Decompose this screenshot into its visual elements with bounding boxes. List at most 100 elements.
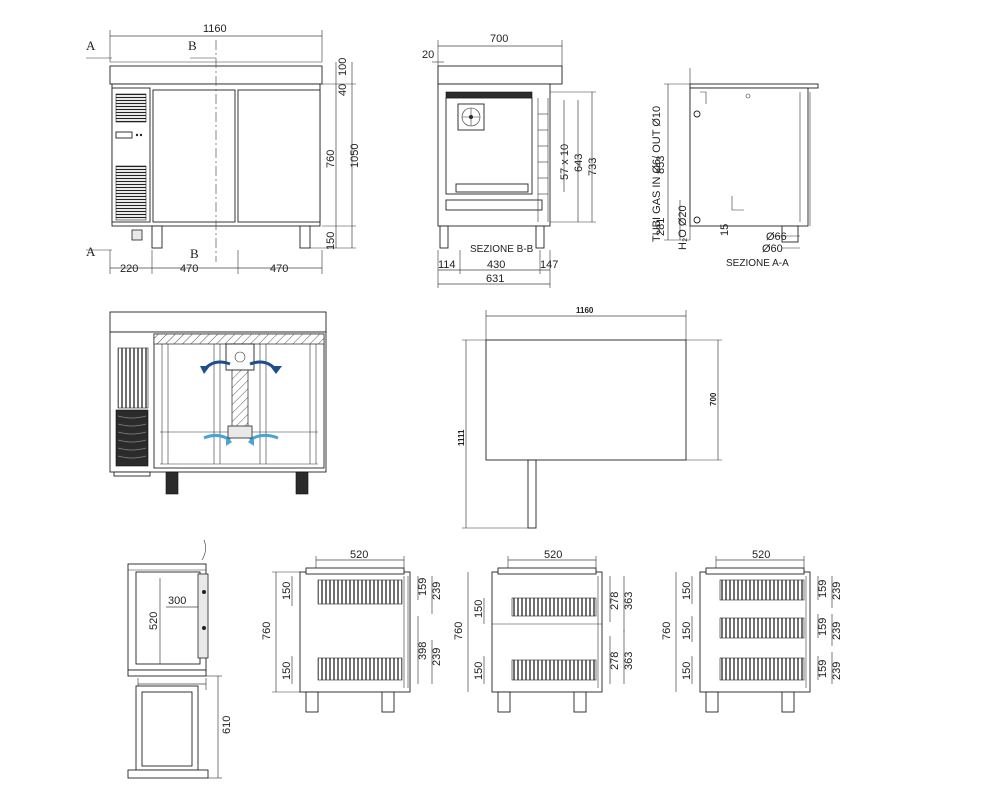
drawer-section-view: 300 520 446 610	[127, 539, 233, 779]
config2-d278a: 278	[609, 592, 621, 610]
config2-d150a: 150	[473, 600, 485, 618]
config3-d150b: 150	[681, 622, 693, 640]
config1-height: 760	[261, 622, 273, 640]
drawer-slide	[197, 573, 209, 659]
airflow-evaporator-fan	[225, 343, 255, 371]
front-leg-right	[299, 225, 311, 249]
config-view-2: 520 760 150 150 278 363 278 363	[453, 549, 635, 713]
config1-d239b: 239	[431, 648, 443, 666]
top-view-worktop	[485, 339, 687, 461]
front-drain	[131, 229, 143, 241]
airflow-base-plate	[113, 471, 151, 477]
bb-dim-643: 643	[573, 154, 585, 172]
config-view-3: 520 760 150 150 150 159 239 159 239 159 …	[661, 549, 843, 713]
config2-d363a: 363	[623, 592, 635, 610]
config2-top-rail	[497, 567, 597, 575]
aa-gas-pipe-inlet	[693, 110, 701, 118]
airflow-insulation-top	[153, 333, 325, 345]
door-left	[152, 89, 236, 223]
section-bb-view: 700 20 SEZIONE B-B 57 x 10	[422, 33, 599, 288]
aa-dim-d60: Ø60	[762, 243, 783, 255]
section-aa-view: 853 281 TUBI GAS IN Ø6/ OUT Ø10 H₂O Ø20 …	[651, 68, 819, 269]
config3-d159b: 159	[817, 618, 829, 636]
config2-drawer-lower	[511, 659, 597, 681]
bb-bottom-shelf	[445, 199, 543, 211]
config3-drawer-middle	[719, 617, 805, 639]
aa-gas-pipe-label: TUBI GAS IN Ø6/ OUT Ø10	[651, 106, 663, 242]
config3-height: 760	[661, 622, 673, 640]
config2-width: 520	[544, 549, 562, 561]
front-vent-lower	[115, 165, 147, 221]
config3-d239b: 239	[831, 622, 843, 640]
bb-dim-733: 733	[587, 158, 599, 176]
bb-offset-top: 20	[422, 49, 434, 61]
drawer-dim-300: 300	[168, 595, 186, 607]
front-width-right: 470	[270, 263, 288, 275]
aa-water-drain	[693, 216, 701, 224]
config2-leg-right	[573, 691, 587, 713]
config-view-1: 520 760 150 150 159 239 398 239	[261, 549, 443, 713]
section-a-bottom-marker: A	[86, 244, 96, 259]
config3-d239c: 239	[831, 662, 843, 680]
airflow-leg-left	[165, 471, 179, 495]
airflow-interior-view	[109, 311, 327, 495]
airflow-intake	[227, 425, 253, 439]
aa-dim-853: 853	[655, 156, 667, 174]
config1-top-rail	[305, 567, 405, 575]
front-width-left: 220	[120, 263, 138, 275]
section-a-top-marker: A	[86, 38, 96, 53]
config1-leg-right	[381, 691, 395, 713]
door-right	[237, 89, 321, 223]
bb-shelf-supports	[538, 113, 548, 195]
top-view-length: 1111	[457, 429, 466, 446]
top-view-door-swing	[527, 459, 537, 529]
drawer-stand-inner	[141, 691, 193, 767]
front-height-total: 1050	[349, 144, 361, 168]
bb-section-label: SEZIONE B-B	[470, 244, 534, 255]
airflow-leg-right	[295, 471, 309, 495]
config3-drawer-top	[719, 579, 805, 601]
front-height-legs: 150	[325, 232, 337, 250]
front-height-top: 40	[337, 84, 349, 96]
config2-drawer-upper	[511, 597, 597, 617]
config2-leg-left	[497, 691, 511, 713]
config3-leg-left	[705, 691, 719, 713]
airflow-condenser-grille	[117, 347, 149, 409]
bb-width-top: 700	[490, 33, 508, 45]
drawer-stand-base	[127, 769, 209, 779]
config3-d150c: 150	[681, 662, 693, 680]
front-height-top2: 100	[337, 58, 349, 76]
aa-dim-281: 281	[655, 218, 667, 236]
drawer-bottom-rail	[127, 669, 207, 677]
config2-height: 760	[453, 622, 465, 640]
aa-section-label: SEZIONE A-A	[726, 258, 789, 269]
front-width-total: 1160	[203, 23, 227, 35]
config1-width: 520	[350, 549, 368, 561]
aa-dim-d66: Ø66	[766, 231, 787, 243]
aa-dim-15: 15	[719, 224, 731, 236]
config3-d239a: 239	[831, 582, 843, 600]
config2-d278b: 278	[609, 652, 621, 670]
bb-worktop	[437, 65, 563, 85]
aa-screw	[745, 93, 751, 99]
config1-d239: 239	[431, 582, 443, 600]
bb-dim-57x10: 57 x 10	[559, 144, 571, 180]
front-view: 1160 A B A B 220 470 470	[86, 23, 361, 275]
bb-width-147: 147	[540, 259, 558, 271]
bb-drip-tray	[455, 183, 529, 193]
drawer-inner	[135, 571, 201, 665]
bb-leg-left	[439, 225, 449, 249]
config1-d398: 398	[417, 642, 429, 660]
controller-display	[115, 131, 133, 139]
config1-d159: 159	[417, 578, 429, 596]
front-leg-left	[151, 225, 163, 249]
aa-cabinet	[689, 87, 809, 227]
config1-d150b: 150	[281, 662, 293, 680]
section-b-bottom-marker: B	[190, 246, 199, 261]
config2-d363b: 363	[623, 652, 635, 670]
aa-worktop	[689, 83, 819, 89]
config3-d159c: 159	[817, 660, 829, 678]
bb-evaporator-top	[445, 91, 533, 99]
bb-width-114: 114	[438, 259, 456, 271]
